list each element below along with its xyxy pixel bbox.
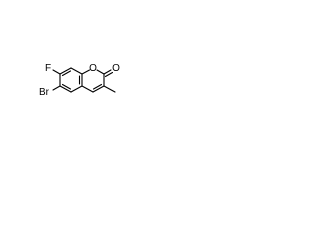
molecule-structure: O O F Br [39, 63, 120, 98]
bond-c7-f [52, 69, 61, 75]
bromine-label: Br [39, 87, 50, 98]
pyranone-ring [81, 69, 105, 93]
bond-c8a-o1 [81, 69, 91, 75]
bond-c4a-c5 [70, 85, 83, 93]
bond-c3-c4 [92, 85, 105, 93]
double-bond-c3-c4 [92, 83, 103, 90]
fluorine-label: F [45, 63, 51, 74]
double-bond-c7-c8 [61, 70, 72, 77]
substituents [52, 69, 116, 93]
bond-c8-c8a [70, 67, 83, 75]
bond-c7-c8 [59, 67, 72, 75]
bond-c3-methyl [103, 85, 116, 93]
benzene-ring [59, 67, 83, 93]
bond-c4-c4a [81, 85, 94, 93]
bond-o1-c2 [96, 69, 105, 75]
ring-oxygen-label: O [89, 63, 97, 74]
bond-c5-c6 [59, 85, 72, 93]
bond-c2-carbonyl-o [103, 69, 112, 75]
double-bond-c5-c6 [61, 83, 72, 90]
carbonyl-oxygen-label: O [112, 63, 120, 74]
bond-c6-br [52, 85, 61, 91]
double-bond-c2-carbonyl-o [104, 71, 114, 78]
